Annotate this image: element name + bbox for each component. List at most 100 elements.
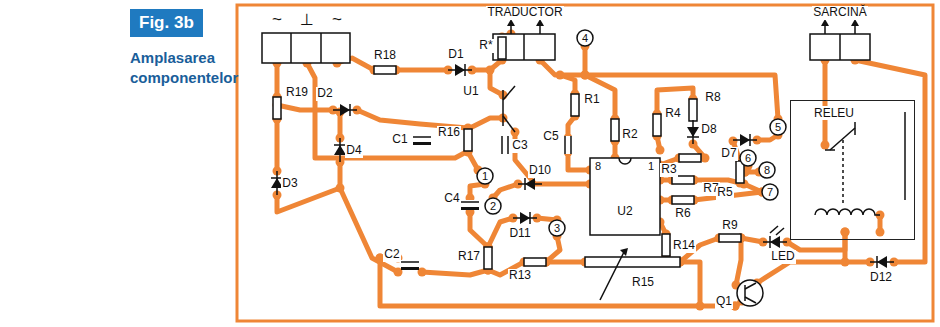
diode-symbol [513, 212, 537, 224]
relay-linkage [842, 140, 844, 205]
capacitor-symbol [563, 136, 573, 154]
part-label: R19 [285, 86, 309, 99]
relay-coil [815, 209, 880, 215]
solder-pad [581, 71, 590, 80]
transistor-collector [745, 283, 756, 289]
capacitor-plate [461, 201, 479, 203]
capacitor-plate [401, 267, 419, 270]
diode-body [877, 256, 887, 268]
part-label: R8 [704, 91, 721, 104]
capacitor-symbol [461, 200, 479, 210]
node-text: Fig. 3b [139, 13, 194, 32]
callout-circle [477, 168, 493, 184]
resistor-symbol [571, 94, 579, 116]
capacitor-plate [564, 136, 566, 154]
solder-pad [581, 71, 590, 80]
part-label: LED [770, 250, 795, 263]
part-label: C4 [443, 192, 460, 205]
part-label: D11 [508, 227, 531, 240]
solder-pad [841, 258, 850, 267]
capacitor-gap [401, 260, 419, 270]
part-label: ~ [331, 11, 343, 30]
callout-circle [740, 150, 756, 166]
copper-track [277, 105, 333, 110]
copper-track [357, 110, 468, 128]
transistor-collector [503, 86, 515, 100]
callout-number: 8 [594, 160, 602, 172]
solder-pad [696, 302, 705, 311]
terminal-block [493, 34, 555, 60]
solder-pad [841, 228, 850, 237]
part-label: R16 [437, 126, 461, 139]
copper-track [787, 232, 845, 250]
solder-pad [729, 137, 738, 146]
part-label: U1 [462, 85, 479, 98]
copper-track [680, 262, 700, 306]
ic-body [590, 158, 660, 235]
transistor-emitter [503, 116, 515, 132]
transistor-base [502, 90, 504, 126]
relay-frame [904, 112, 906, 200]
transistor-emitter [745, 297, 756, 303]
part-label: SARCINĂ [812, 6, 867, 19]
capacitor-gap [461, 200, 479, 210]
light-arrow [776, 228, 784, 235]
copper-track [380, 258, 735, 306]
solder-pad [841, 228, 850, 237]
part-label: R6 [674, 207, 691, 220]
callout-circle [759, 162, 775, 178]
capacitor-plate [461, 207, 479, 210]
capacitor-plate [413, 136, 431, 138]
arrow-head [536, 19, 544, 26]
resistor-symbol [524, 258, 546, 266]
callout-circle [762, 184, 778, 200]
callout-number: 1 [481, 170, 489, 182]
diode-body [340, 104, 350, 116]
callout-circle [485, 198, 501, 214]
diode-body [525, 178, 535, 190]
part-label: R* [478, 39, 493, 52]
part-label: D10 [528, 164, 552, 177]
copper-track [275, 119, 280, 171]
diode-body [740, 134, 750, 146]
trimmer-arrow [600, 252, 624, 300]
copper-track [277, 188, 340, 212]
diode-body [687, 127, 699, 137]
diode-bar [876, 256, 878, 268]
part-label: Q1 [715, 295, 733, 308]
resistor-symbol [662, 234, 670, 256]
diode-bar [334, 144, 346, 146]
resistor-symbol [672, 196, 694, 204]
light-arrow [770, 226, 778, 233]
trimmer-symbol [585, 257, 680, 267]
arrow-head [507, 19, 515, 26]
diode-bar [687, 136, 699, 138]
diode-bar [749, 134, 751, 146]
diode-body [334, 145, 346, 155]
part-label: R3 [660, 163, 677, 176]
capacitor-symbol [401, 260, 419, 270]
part-label: R17 [457, 250, 481, 263]
copper-track [823, 60, 828, 145]
copper-track [307, 63, 468, 158]
board-outline [237, 5, 933, 321]
transistor-symbol [737, 280, 763, 306]
node-text: RELEU [813, 106, 855, 120]
part-label: C1 [391, 133, 408, 146]
part-label: R15 [631, 276, 655, 289]
capacitor-gap [563, 136, 573, 154]
part-label: D8 [700, 123, 717, 136]
relay-contact [825, 149, 835, 151]
diode-bar [464, 64, 466, 76]
callout-number: 2 [489, 200, 497, 212]
arrow-head [821, 19, 829, 26]
diode-bar [349, 104, 351, 116]
terminal-divider [320, 33, 322, 63]
resistor-symbol [374, 66, 396, 74]
capacitor-plate [501, 136, 503, 154]
resistor-symbol [464, 129, 472, 151]
copper-track [736, 238, 741, 285]
resistor-symbol [611, 119, 619, 141]
diode-symbol [448, 64, 472, 76]
solder-pad [556, 71, 565, 80]
